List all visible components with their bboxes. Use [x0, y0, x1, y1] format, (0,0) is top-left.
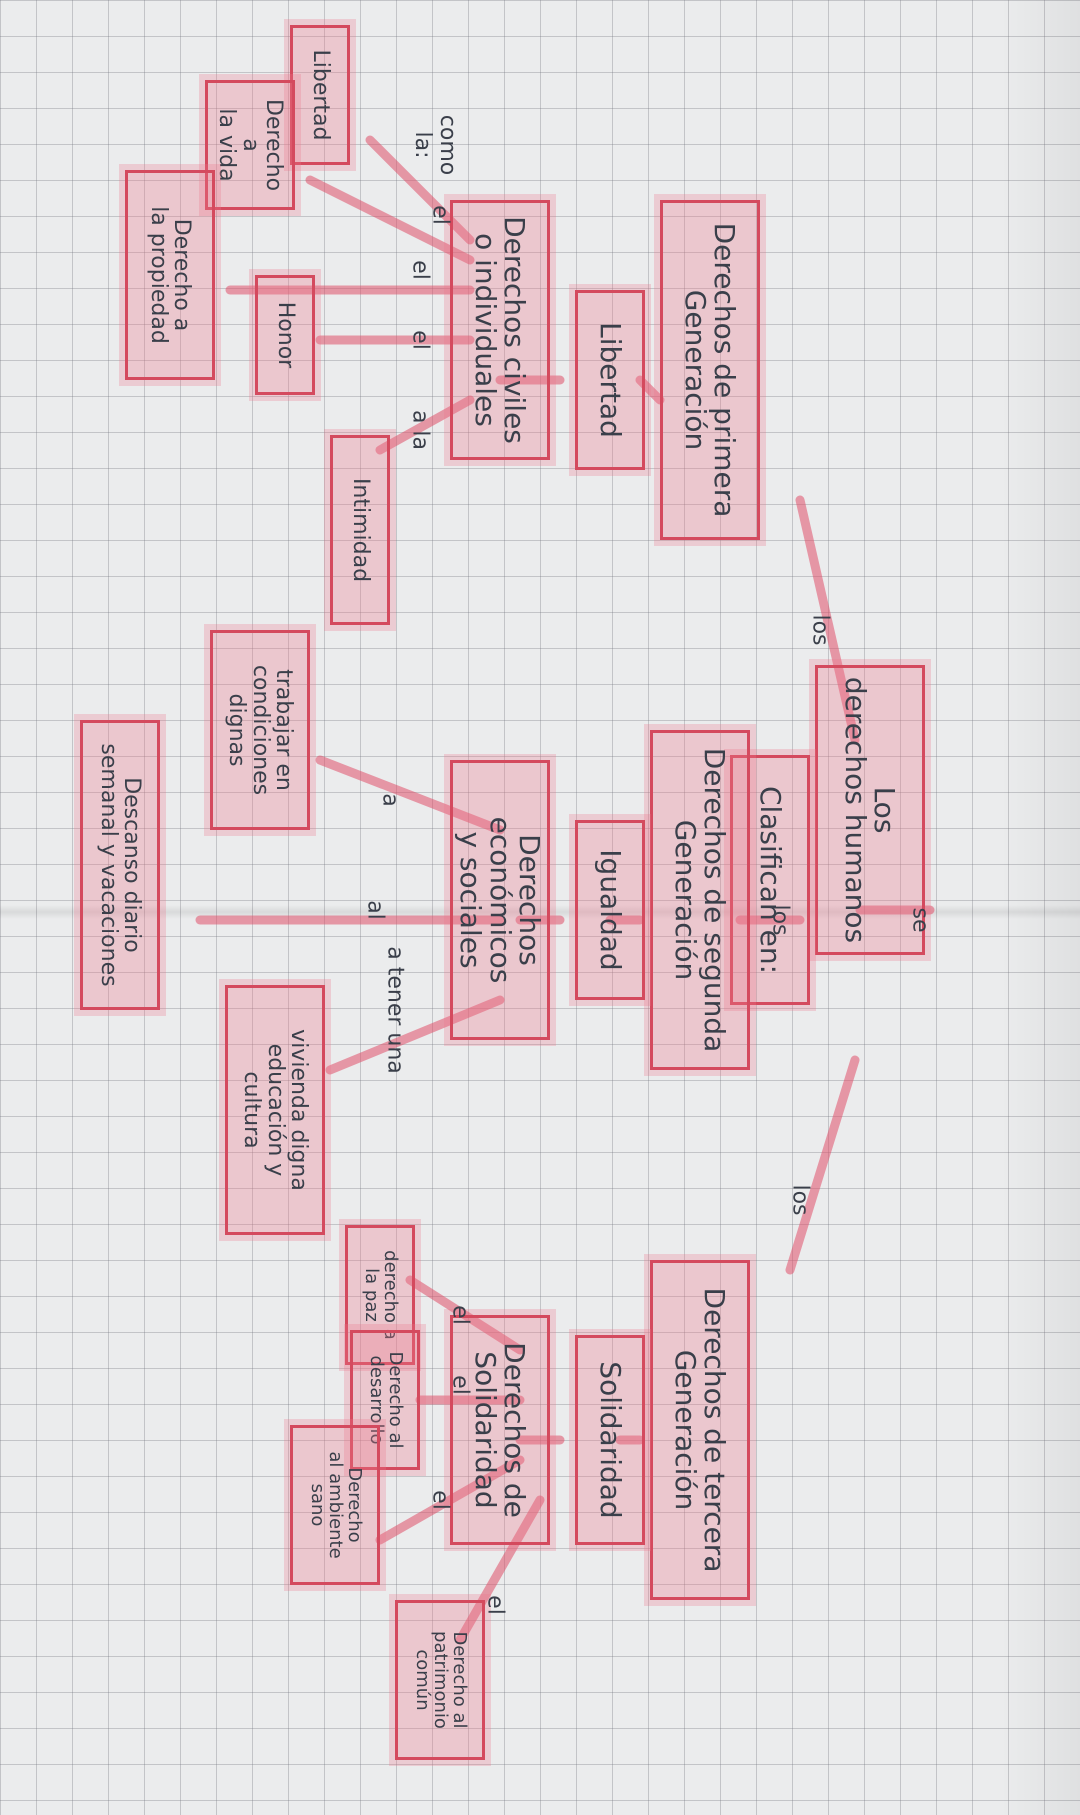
edge-civiles-intimidad: [375, 395, 475, 455]
label-el-7: el: [482, 1595, 508, 1615]
edge-clasifican-tercera: [785, 1055, 860, 1275]
node-derecho-vida: Derecho a la vida: [205, 80, 295, 210]
node-solidaridad-valor: Solidaridad: [575, 1335, 645, 1545]
label-el-6: el: [427, 1490, 453, 1510]
page-edge-shadow: [1000, 0, 1080, 1815]
node-derechos-civiles: Derechos civiles o individuales: [450, 200, 550, 460]
edge-primera-libertad: [635, 375, 665, 405]
edge-sol-paz: [405, 1275, 525, 1355]
label-el-2: el: [407, 260, 433, 280]
node-derechos-solidaridad: Derechos de Solidaridad: [450, 1315, 550, 1545]
label-el-3: el: [407, 330, 433, 350]
label-como-la: como la:: [410, 114, 460, 176]
label-el-5: el: [447, 1375, 473, 1395]
node-tercera-generacion: Derechos de tercera Generación: [650, 1260, 750, 1600]
label-el-4: el: [447, 1305, 473, 1325]
edge-civiles-vida: [305, 175, 475, 265]
node-igualdad-valor: Igualdad: [575, 820, 645, 1000]
node-vivienda: vivienda digna educación y cultura: [225, 985, 325, 1235]
label-los-primera: los: [807, 614, 833, 646]
label-los-segunda: los: [767, 904, 793, 936]
node-derecho-ambiente: Derecho al ambiente sano: [290, 1425, 380, 1585]
label-el-1: el: [427, 205, 453, 225]
node-trabajar: trabajar en condiciones dignas: [210, 630, 310, 830]
edge-eco-vivienda: [325, 995, 505, 1075]
node-libertad: Libertad: [290, 25, 350, 165]
node-intimidad: Intimidad: [330, 435, 390, 625]
edge-civiles-libertad: [365, 135, 475, 245]
node-libertad-valor: Libertad: [575, 290, 645, 470]
edge-eco-trabajar: [315, 755, 505, 835]
edge-sol-ambiente: [375, 1455, 525, 1545]
node-derecho-propiedad: Derecho a la propiedad: [125, 170, 215, 380]
node-segunda-generacion: Derechos de segunda Generación: [650, 730, 750, 1070]
node-derechos-economicos: Derechos económicos y sociales: [450, 760, 550, 1040]
label-a-tener-una: a tener una: [382, 946, 408, 1074]
label-los-tercera: los: [787, 1184, 813, 1216]
node-primera-generacion: Derechos de primera Generación: [660, 200, 760, 540]
node-derecho-patrimonio: Derecho al patrimonio común: [395, 1600, 485, 1760]
label-a: a: [377, 793, 403, 807]
edge-clasifican-primera: [795, 495, 860, 745]
node-descanso: Descanso diario semanal y vacaciones: [80, 720, 160, 1010]
label-a-la: a la: [407, 409, 433, 451]
label-al: al: [362, 900, 388, 920]
edge-sol-patrimonio: [455, 1495, 545, 1645]
node-honor: Honor: [255, 275, 315, 395]
label-se: se: [907, 907, 933, 933]
